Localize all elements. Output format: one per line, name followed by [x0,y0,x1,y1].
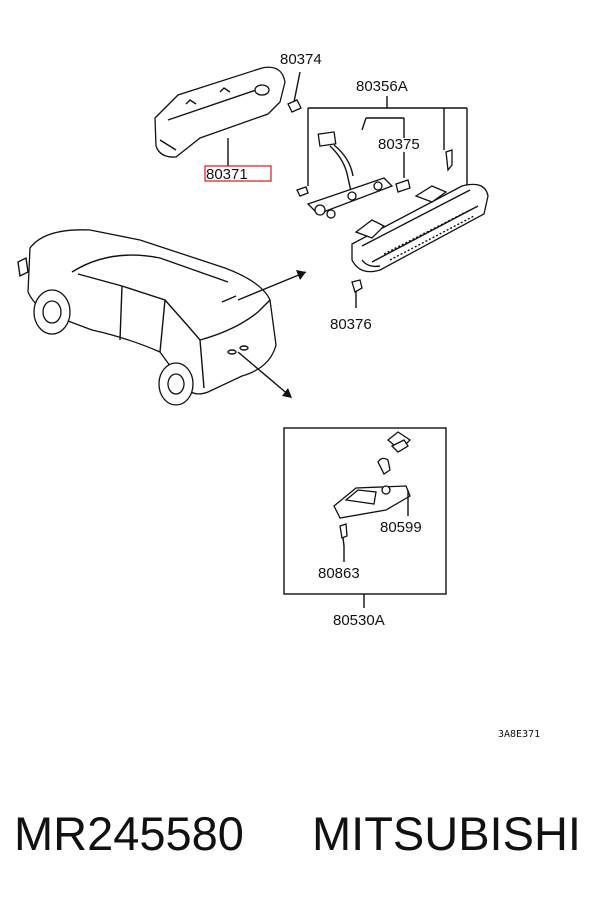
bulb-part [386,431,412,453]
part-number: MR245580 [14,807,244,860]
callout-80530A: 80530A [333,612,385,629]
inset-frame [283,427,447,595]
screw-80863-part [339,523,348,547]
arrow-head-lower [282,388,292,398]
lamp-housing-part [351,183,489,273]
callout-80375: 80375 [378,136,420,153]
callout-80374: 80374 [280,51,322,68]
bolt-80376-part [351,279,363,293]
arrow-to-license-lamp [237,351,291,397]
bulb-80599-part [377,457,391,475]
callout-80356A: 80356A [356,78,408,95]
arrow-to-upper-lamp [237,271,307,301]
license-lamp-part [333,485,411,519]
arrow-head-upper [296,270,306,280]
screw-mid-part [395,179,411,193]
callout-80863: 80863 [318,565,360,582]
socket-board-part [306,177,394,219]
screw-left-part [296,186,309,197]
callout-80599: 80599 [380,519,422,536]
vehicle-outline [17,229,277,406]
callout-80371: 80371 [206,166,248,183]
diagram-code: 3A8E371 [498,729,540,740]
connector-part [317,131,354,197]
brand-name: MITSUBISHI [312,807,581,860]
footer: MR245580 MITSUBISHI [14,806,594,876]
callout-80376: 80376 [330,316,372,333]
highlight-box [204,165,272,182]
lamp-cover-part [154,66,286,158]
screw-right-part [445,149,453,172]
